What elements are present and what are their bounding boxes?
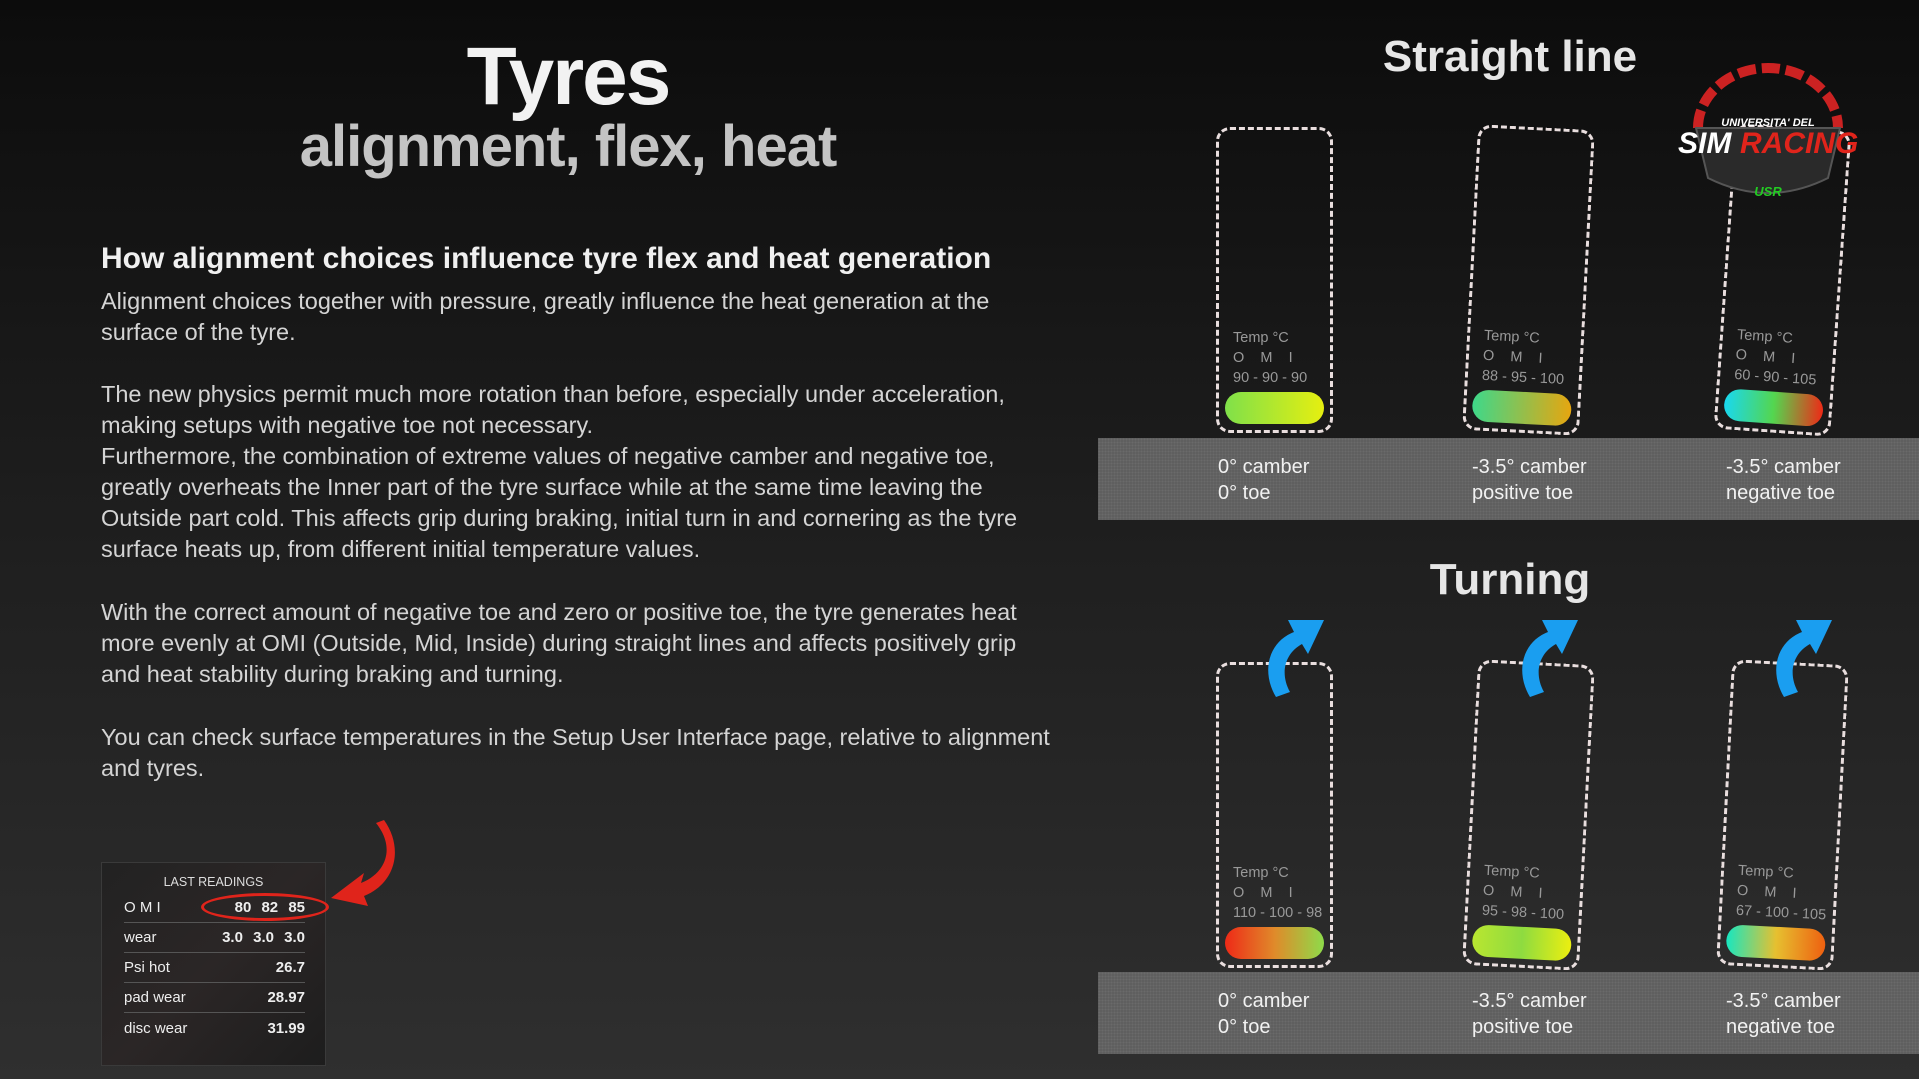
readings-row: disc wear 31.99 xyxy=(124,1013,305,1043)
paragraph: With the correct amount of negative toe … xyxy=(101,599,1017,687)
temp-label: Temp °C xyxy=(1736,326,1794,347)
toe-label: negative toe xyxy=(1726,1016,1835,1038)
paragraph: The new physics permit much more rotatio… xyxy=(101,381,1018,562)
camber-label: -3.5° camber xyxy=(1726,456,1841,478)
alignment-label: -3.5° camber negative toe xyxy=(1726,988,1841,1040)
row-label: wear xyxy=(124,929,157,946)
contact-patch-heat xyxy=(1725,924,1827,962)
alignment-label: -3.5° camber negative toe xyxy=(1726,454,1841,506)
highlight-ellipse xyxy=(201,893,329,921)
turn-arrow-icon xyxy=(1776,620,1832,697)
omi-label: O M I xyxy=(1233,885,1293,901)
alignment-label: 0° camber 0° toe xyxy=(1218,454,1309,506)
paragraph: You can check surface temperatures in th… xyxy=(101,724,1050,781)
tyre-turning: Temp °C O M I 95 - 98 - 100 xyxy=(1462,659,1595,971)
row-value: 26.7 xyxy=(275,959,305,976)
alignment-label: 0° camber 0° toe xyxy=(1218,988,1309,1040)
temp-values: 90 - 90 - 90 xyxy=(1233,370,1308,386)
temp-values: 95 - 98 - 100 xyxy=(1481,902,1565,923)
straight-line-title: Straight line xyxy=(1382,32,1638,81)
camber-label: -3.5° camber xyxy=(1472,990,1587,1012)
temp-label: Temp °C xyxy=(1737,862,1795,882)
tyre-straight: Temp °C O M I 88 - 95 - 100 xyxy=(1462,124,1595,436)
camber-label: 0° camber xyxy=(1218,456,1310,478)
temp-label: Temp °C xyxy=(1483,327,1541,347)
temp-values: 110 - 100 - 98 xyxy=(1233,905,1323,921)
row-label: pad wear xyxy=(124,989,186,1006)
tyre-straight: Temp °C O M I 90 - 90 - 90 xyxy=(1216,127,1333,433)
toe-label: 0° toe xyxy=(1218,1016,1271,1038)
temp-values: 67 - 100 - 105 xyxy=(1735,902,1827,924)
svg-text:SIM: SIM xyxy=(1678,127,1732,160)
tyre-turning: Temp °C O M I 67 - 100 - 105 xyxy=(1716,659,1849,971)
contact-patch-heat xyxy=(1471,924,1573,962)
row-label: O M I xyxy=(124,899,161,916)
omi-label: O M I xyxy=(1482,347,1543,367)
road-band-turning xyxy=(1098,972,1919,1054)
temp-label: Temp °C xyxy=(1233,865,1289,881)
turning-title: Turning xyxy=(1429,555,1591,604)
turn-arrow-icon xyxy=(1268,620,1324,697)
curved-arrow-icon xyxy=(331,820,395,906)
alignment-label: -3.5° camber positive toe xyxy=(1472,454,1587,506)
camber-label: -3.5° camber xyxy=(1726,990,1841,1012)
readings-row: wear 3.0 3.0 3.0 xyxy=(124,923,305,953)
toe-label: positive toe xyxy=(1472,1016,1574,1038)
readings-row: Psi hot 26.7 xyxy=(124,953,305,983)
page-title: Tyres xyxy=(466,31,672,122)
contact-patch-heat xyxy=(1225,927,1324,959)
omi-label: O M I xyxy=(1735,346,1796,368)
temp-label: Temp °C xyxy=(1483,862,1541,882)
page-subtitle: alignment, flex, heat xyxy=(299,114,838,179)
row-label: disc wear xyxy=(124,1019,188,1037)
toe-label: 0° toe xyxy=(1218,482,1271,504)
row-label: Psi hot xyxy=(124,959,170,976)
toe-label: negative toe xyxy=(1726,482,1835,504)
svg-text:RACING: RACING xyxy=(1740,127,1858,160)
row-value: 28.97 xyxy=(267,989,305,1006)
readings-row: pad wear 28.97 xyxy=(124,983,305,1013)
temp-values: 60 - 90 - 105 xyxy=(1733,366,1817,389)
svg-text:UNIVERSITA' DEL: UNIVERSITA' DEL xyxy=(1721,117,1815,129)
alignment-label: -3.5° camber positive toe xyxy=(1472,988,1587,1040)
paragraph: Alignment choices together with pressure… xyxy=(101,288,990,345)
temp-label: Temp °C xyxy=(1233,330,1289,346)
simracing-logo: UNIVERSITA' DEL SIM RACING USR xyxy=(1678,63,1858,199)
tyre-turning: Temp °C O M I 110 - 100 - 98 xyxy=(1216,662,1333,968)
row-value: 3.0 3.0 3.0 xyxy=(222,929,305,946)
turn-arrow-icon xyxy=(1522,620,1578,697)
section-heading: How alignment choices influence tyre fle… xyxy=(101,242,992,275)
row-value: 31.99 xyxy=(267,1019,305,1037)
omi-label: O M I xyxy=(1736,882,1797,902)
svg-text:USR: USR xyxy=(1754,184,1782,199)
temp-values: 88 - 95 - 100 xyxy=(1481,367,1565,388)
readings-title: LAST READINGS xyxy=(163,875,264,889)
road-band-straight xyxy=(1098,438,1919,520)
omi-label: O M I xyxy=(1233,350,1293,366)
contact-patch-heat xyxy=(1471,389,1573,427)
toe-label: positive toe xyxy=(1472,482,1574,504)
omi-label: O M I xyxy=(1482,882,1543,902)
contact-patch-heat xyxy=(1723,388,1825,428)
contact-patch-heat xyxy=(1225,392,1324,424)
camber-label: 0° camber xyxy=(1218,990,1310,1012)
camber-label: -3.5° camber xyxy=(1472,456,1587,478)
